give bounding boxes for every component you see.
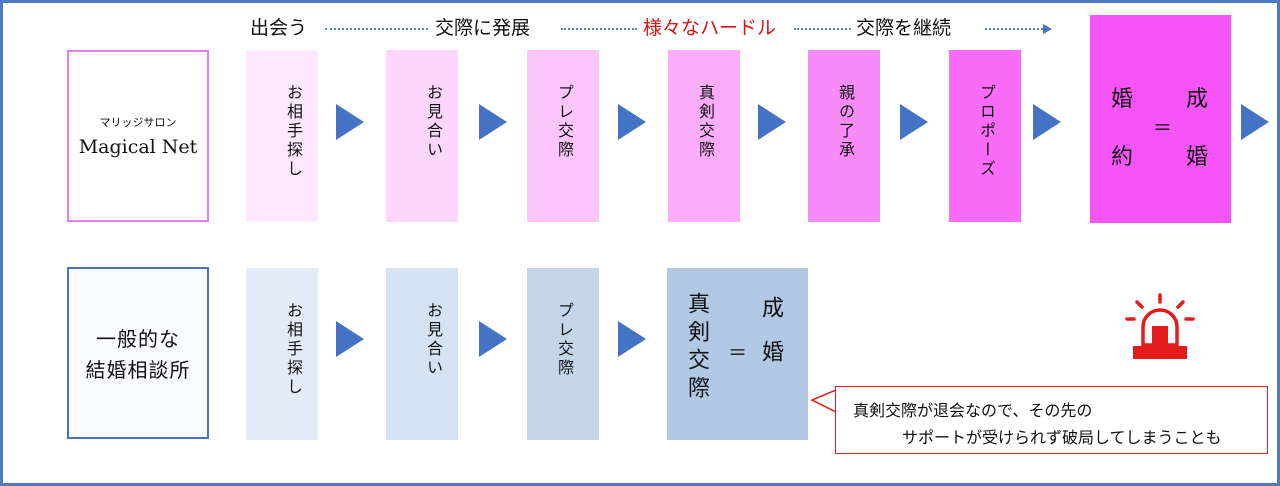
flow-arrow-icon — [618, 104, 646, 140]
flow-arrow-icon — [618, 321, 646, 357]
step-label: 真剣交際 — [696, 84, 715, 160]
flow-arrow-icon — [479, 104, 507, 140]
step-label: お相手探し — [284, 302, 303, 397]
final-left-bottom: 約 — [1111, 145, 1134, 170]
stage-connector-2 — [561, 28, 637, 30]
stage-connector-1 — [325, 28, 428, 30]
general-agency-line1: 一般的な — [96, 327, 180, 351]
magical-step-proposal: プロポーズ — [949, 50, 1021, 222]
step-label: お相手探し — [284, 84, 303, 179]
general-agency-org-box: 一般的な 結婚相談所 — [67, 267, 209, 439]
flow-arrow-icon — [900, 104, 928, 140]
magical-final-engagement-marriage: 婚 約 ＝ 成 婚 — [1090, 15, 1231, 223]
flow-arrow-icon — [1241, 104, 1269, 140]
step-label: プレ交際 — [555, 84, 574, 160]
magical-net-subtitle: マリッジサロン — [99, 116, 177, 129]
flow-arrow-icon — [1033, 104, 1061, 140]
magical-step-partner-search: お相手探し — [246, 50, 318, 222]
stage-continue: 交際を継続 — [856, 17, 952, 39]
step-label: お見合い — [424, 302, 443, 378]
general-agency-line2: 結婚相談所 — [85, 358, 191, 382]
final-left: 真剣交際 — [684, 292, 709, 404]
callout-line-1: 真剣交際が退会なので、その先の — [853, 401, 1093, 420]
flow-arrow-icon — [336, 321, 364, 357]
stage-arrowhead-icon — [1043, 24, 1052, 34]
magical-step-serious-dating: 真剣交際 — [668, 50, 740, 222]
final-right: 成婚 — [758, 296, 783, 384]
stage-connector-3 — [794, 28, 851, 30]
magical-step-pre-dating: プレ交際 — [527, 50, 599, 222]
final-equals: ＝ — [728, 342, 748, 364]
general-step-partner-search: お相手探し — [246, 268, 318, 440]
magical-net-name: Magical Net — [78, 136, 198, 158]
final-left-top: 婚 — [1111, 87, 1134, 112]
final-equals: ＝ — [1153, 117, 1173, 139]
step-label: 親の了承 — [836, 84, 855, 160]
magical-net-org-box: マリッジサロン Magical Net — [67, 50, 209, 222]
final-right-bottom: 婚 — [1186, 145, 1209, 170]
siren-icon — [1125, 293, 1195, 359]
stage-meet: 出会う — [250, 17, 308, 39]
flow-arrow-icon — [479, 321, 507, 357]
flow-arrow-icon — [758, 104, 786, 140]
step-label: お見合い — [424, 84, 443, 160]
step-label: プロポーズ — [977, 84, 996, 179]
final-right-top: 成 — [1186, 87, 1209, 112]
general-final-serious-dating-marriage: 真剣交際 ＝ 成婚 — [667, 268, 808, 440]
step-label: プレ交際 — [555, 302, 574, 378]
stage-hurdles: 様々なハードル — [643, 17, 777, 39]
stage-connector-4 — [985, 28, 1043, 30]
general-step-omiai: お見合い — [386, 268, 458, 440]
general-step-pre-dating: プレ交際 — [527, 268, 599, 440]
magical-step-omiai: お見合い — [386, 50, 458, 222]
warning-callout: 真剣交際が退会なので、その先の サポートが受けられず破局してしまうことも — [835, 386, 1268, 454]
stage-develop: 交際に発展 — [435, 17, 531, 39]
flow-arrow-icon — [336, 104, 364, 140]
callout-line-2: サポートが受けられず破局してしまうことも — [902, 428, 1222, 447]
magical-step-parent-approval: 親の了承 — [808, 50, 880, 222]
